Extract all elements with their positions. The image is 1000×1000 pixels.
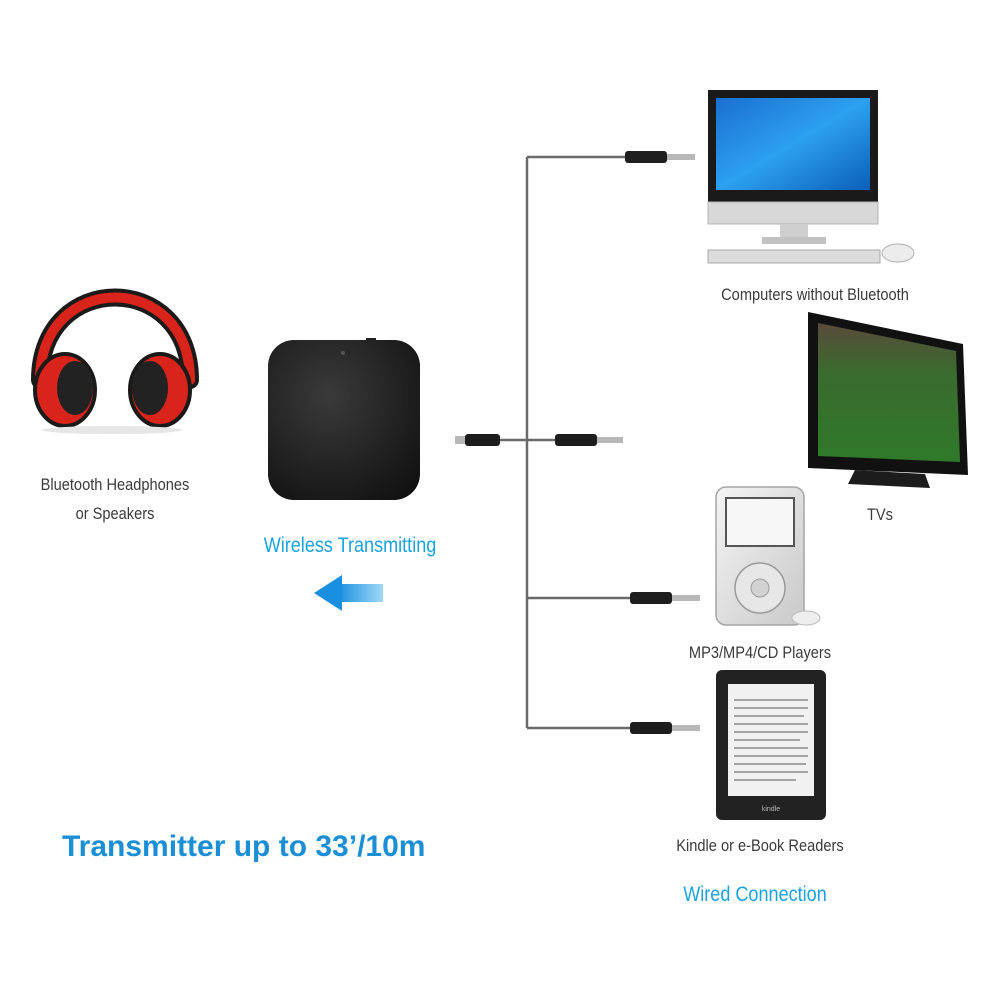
audio-jack-icon [630,722,700,734]
audio-jack-icon [555,434,623,446]
audio-jack-icon [630,592,700,604]
computer-label: Computers without Bluetooth [721,285,909,304]
ebook-reader-icon: kindle [716,670,826,820]
tv-icon [808,312,968,488]
computer-icon [707,90,915,264]
wired-connection-label: Wired Connection [683,883,827,906]
mp3-label: MP3/MP4/CD Players [688,643,832,662]
wireless-transmitting-label: Wireless Transmitting [263,534,437,557]
transmitter-device [268,338,420,500]
headphones-label: Bluetooth Headphones or Speakers [40,475,190,523]
cable-network [500,155,632,730]
audio-jack-icon [625,151,695,163]
audio-jack-icon [455,434,500,446]
headphones-icon [31,288,199,434]
range-headline: Transmitter up to 33’/10m [62,830,426,863]
mp3-player-icon [715,486,821,626]
left-arrow-icon [314,575,383,611]
kindle-label: Kindle or e-Book Readers [676,836,844,855]
tv-label: TVs [866,505,893,524]
kindle-brand-text: kindle [762,806,780,813]
